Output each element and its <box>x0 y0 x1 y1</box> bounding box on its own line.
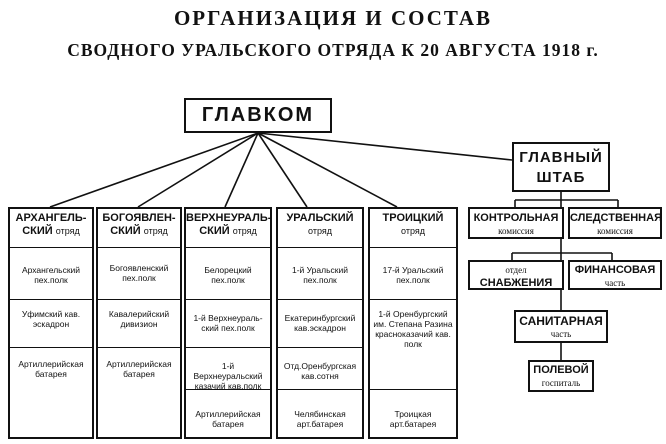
supply-department-line1: отдел <box>505 265 527 275</box>
investigation-commission-box: СЛЕДСТВЕННАЯ комиссия <box>568 207 662 239</box>
unit-cell: Богоявленский пех.полк <box>109 263 169 283</box>
detachment-suffix: отряд <box>401 226 425 236</box>
detachment-suffix: отряд <box>143 226 168 236</box>
investigation-commission-line1: СЛЕДСТВЕННАЯ <box>570 212 662 224</box>
finance-part-box: ФИНАНСОВАЯ часть <box>568 260 662 290</box>
control-commission-line1: КОНТРОЛЬНАЯ <box>473 212 559 224</box>
unit-cell: Артиллерийская батарея <box>106 359 172 379</box>
finance-part-line2: часть <box>604 278 626 288</box>
detachment-name-2: СКИЙ <box>22 225 53 237</box>
unit-cell: Уфимский кав. эскадрон <box>21 309 81 329</box>
unit-cell: 17-й Уральский пех.полк <box>382 265 444 285</box>
unit-cell: Екатеринбургский кав.эскадрон <box>284 313 356 333</box>
detachment-arkhangelsky: АРХАНГЕЛЬ- СКИЙ отряд Архангельский пех.… <box>8 207 94 439</box>
detachment-name-1: УРАЛЬСКИЙ <box>286 212 354 224</box>
detachment-suffix: отряд <box>232 226 257 236</box>
detachment-name-1: ВЕРХНЕУРАЛЬ- <box>186 212 272 224</box>
detachment-verkhneuralsky: ВЕРХНЕУРАЛЬ- СКИЙ отряд Белорецкий пех.п… <box>184 207 272 439</box>
unit-cell: 1-й Уральский пех.полк <box>292 265 348 285</box>
detachment-header: АРХАНГЕЛЬ- СКИЙ отряд <box>10 212 92 238</box>
finance-part-line1: ФИНАНСОВАЯ <box>574 264 656 276</box>
field-hospital-box: ПОЛЕВОЙ госпиталь <box>528 360 594 392</box>
unit-cell: Артиллерийская батарея <box>195 409 261 429</box>
unit-cell: Архангельский пех.полк <box>21 265 81 285</box>
sanitary-part-line2: часть <box>550 329 572 339</box>
supply-department-box: отдел СНАБЖЕНИЯ <box>468 260 564 290</box>
detachment-uralsky: УРАЛЬСКИЙ отряд 1-й Уральский пех.полк Е… <box>276 207 364 439</box>
detachment-header: ВЕРХНЕУРАЛЬ- СКИЙ отряд <box>186 212 272 238</box>
detachment-name-2: СКИЙ <box>199 225 230 237</box>
detachment-header: БОГОЯВЛЕН- СКИЙ отряд <box>98 212 180 238</box>
unit-cell: Артиллерийская батарея <box>18 359 84 379</box>
unit-cell: 1-й Оренбургский им. Степана Разина крас… <box>373 309 453 349</box>
detachment-name-1: ТРОИЦКИЙ <box>382 212 444 224</box>
main-staff-line1: ГЛАВНЫЙ <box>519 149 603 166</box>
unit-cell: 1-й Верхнеуральский казачий кав.полк <box>193 361 263 391</box>
detachment-troitsky: ТРОИЦКИЙ отряд 17-й Уральский пех.полк 1… <box>368 207 458 439</box>
unit-cell: Белорецкий пех.полк <box>204 265 252 285</box>
unit-cell: Челябинская арт.батарея <box>294 409 346 429</box>
main-staff-line2: ШТАБ <box>536 169 586 186</box>
investigation-commission-line2: комиссия <box>597 226 633 236</box>
main-staff-box: ГЛАВНЫЙ ШТАБ <box>512 142 610 192</box>
detachment-suffix: отряд <box>308 226 332 236</box>
detachment-bogoyavlensky: БОГОЯВЛЕН- СКИЙ отряд Богоявленский пех.… <box>96 207 182 439</box>
field-hospital-line1: ПОЛЕВОЙ <box>533 364 589 376</box>
detachment-header: ТРОИЦКИЙ отряд <box>370 212 456 238</box>
unit-cell: 1-й Верхнеураль-ский пех.полк <box>193 313 263 333</box>
unit-cell: Отд.Оренбургская кав.сотня <box>283 361 357 381</box>
sanitary-part-line1: САНИТАРНАЯ <box>519 314 603 328</box>
title-line-1: ОРГАНИЗАЦИЯ И СОСТАВ <box>173 6 493 30</box>
control-commission-line2: комиссия <box>498 226 534 236</box>
detachment-name-2: СКИЙ <box>110 225 141 237</box>
unit-cell: Кавалерийский дивизион <box>108 309 170 329</box>
supply-department-line2: СНАБЖЕНИЯ <box>479 277 553 289</box>
detachment-name-1: АРХАНГЕЛЬ- <box>15 212 87 224</box>
detachment-suffix: отряд <box>55 226 80 236</box>
field-hospital-line2: госпиталь <box>541 378 581 388</box>
unit-cell: Троицкая арт.батарея <box>389 409 437 429</box>
detachment-name-1: БОГОЯВЛЕН- <box>102 212 176 224</box>
sanitary-part-box: САНИТАРНАЯ часть <box>514 310 608 343</box>
glavkom-box: ГЛАВКОМ <box>184 98 332 133</box>
control-commission-box: КОНТРОЛЬНАЯ комиссия <box>468 207 564 239</box>
title-line-2: СВОДНОГО УРАЛЬСКОГО ОТРЯДА К 20 АВГУСТА … <box>67 40 599 60</box>
detachment-header: УРАЛЬСКИЙ отряд <box>278 212 362 238</box>
